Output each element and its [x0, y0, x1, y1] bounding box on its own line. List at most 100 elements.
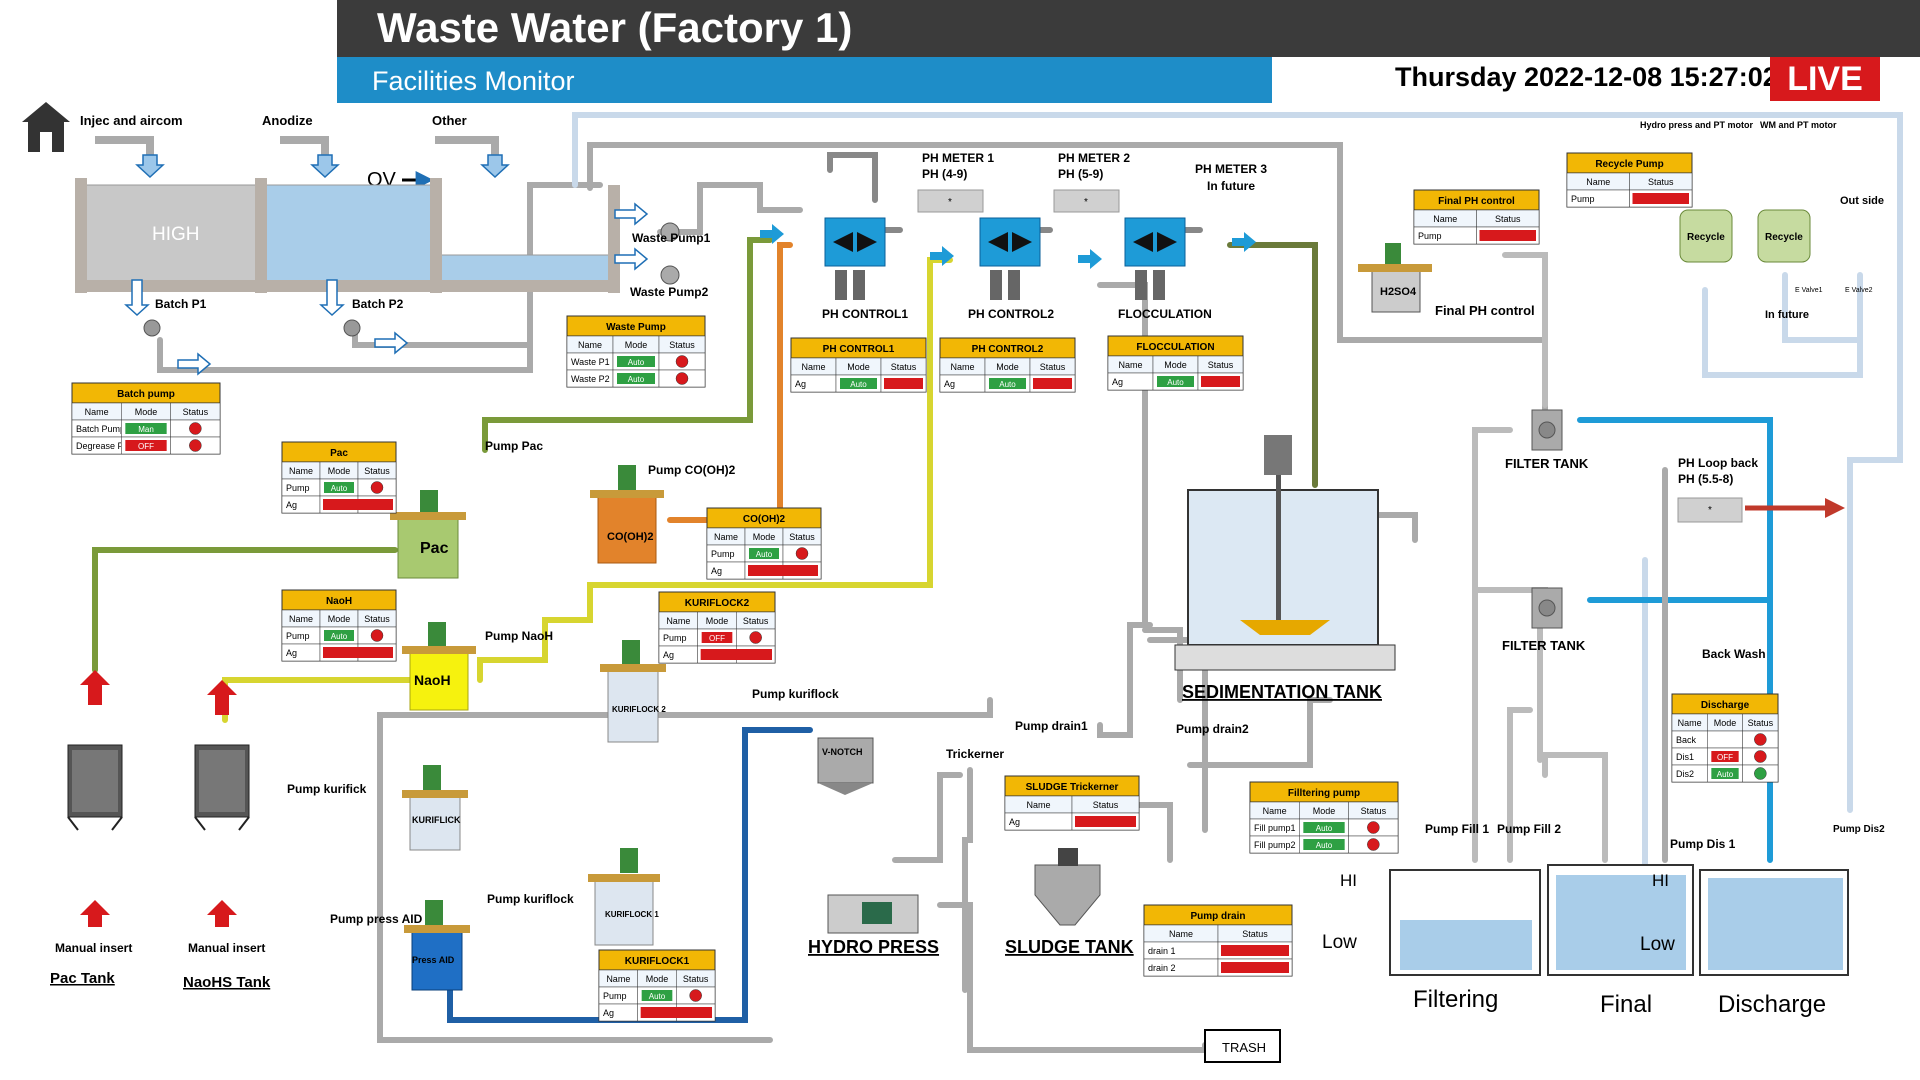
- pac-tank-unit[interactable]: [390, 490, 466, 579]
- mode-badge[interactable]: [1303, 839, 1345, 850]
- mode-badge[interactable]: [1711, 751, 1739, 762]
- recycle-tank1[interactable]: [1679, 209, 1733, 263]
- naoh-tank-unit[interactable]: [402, 622, 476, 711]
- batch-pump-icons[interactable]: [143, 319, 361, 337]
- status-indicator: [689, 989, 702, 1002]
- ph-control2-tank[interactable]: [979, 217, 1041, 300]
- mode-badge-text: Auto: [1167, 378, 1184, 387]
- status-indicator: [1367, 821, 1380, 834]
- panel-column-header: Mode: [1164, 360, 1187, 370]
- panel-cell: Ag: [286, 500, 297, 510]
- pump-kuriflock-label: Pump kuriflock: [752, 687, 839, 701]
- sludge-tank-label: SLUDGE TANK: [1005, 937, 1134, 957]
- panel-column-header: Status: [683, 974, 709, 984]
- hydro-press-unit[interactable]: [827, 894, 919, 934]
- kuriflick-unit[interactable]: [402, 765, 468, 851]
- status-indicator: [675, 372, 689, 385]
- panel-cell: Ag: [286, 648, 297, 658]
- status-bar: [1221, 945, 1289, 956]
- status-indicator: [370, 629, 384, 642]
- mode-badge[interactable]: [1303, 822, 1345, 833]
- mode-badge[interactable]: [1157, 376, 1194, 387]
- status-indicator: [1754, 750, 1767, 763]
- live-badge: LIVE: [1770, 57, 1880, 101]
- v-notch-unit[interactable]: [817, 737, 874, 795]
- panel-cell: Pump: [286, 483, 310, 493]
- flocculation-tank[interactable]: [1124, 217, 1186, 300]
- panel-title: Waste Pump: [606, 322, 666, 333]
- ph-meter2-display: [1053, 189, 1120, 213]
- panel-column-header: Name: [578, 340, 602, 350]
- pump-pac-label: Pump Pac: [485, 439, 543, 453]
- filtering-label: Filtering: [1413, 986, 1498, 1013]
- status-bar: [1033, 378, 1072, 389]
- panel-title: Batch pump: [117, 389, 175, 400]
- pac-tank-label: Pac Tank: [50, 970, 115, 987]
- out-side-label: Out side: [1840, 195, 1884, 207]
- kuriflock2-unit[interactable]: [600, 640, 666, 743]
- mode-badge-text: Auto: [649, 992, 666, 1001]
- home-icon[interactable]: [22, 102, 70, 152]
- mode-badge[interactable]: [324, 482, 354, 493]
- filter-tank2-label: FILTER TANK: [1502, 638, 1586, 653]
- recycle-tank2[interactable]: [1757, 209, 1811, 263]
- panel-cell: Ag: [1009, 817, 1020, 827]
- naohs-bulk-tank[interactable]: [194, 744, 250, 831]
- mode-badge-text: OFF: [138, 442, 154, 451]
- status-indicator: [749, 631, 762, 644]
- ph-meter2-range: PH (5-9): [1058, 167, 1103, 181]
- coh-tank-unit[interactable]: [590, 465, 664, 564]
- sed-overflow-pipe: [1367, 512, 1418, 543]
- panel-column-header: Name: [1169, 929, 1193, 939]
- sedimentation-tank[interactable]: [1174, 435, 1396, 671]
- manual-insert1-label: Manual insert: [55, 941, 132, 955]
- datetime-display: Thursday 2022-12-08 15:27:02: [1395, 62, 1778, 92]
- mode-badge[interactable]: [749, 548, 779, 559]
- bottom-basins: [1389, 864, 1849, 976]
- h2so4-tank[interactable]: [1358, 243, 1432, 313]
- status-indicator: [189, 422, 202, 435]
- ph-control1-tank[interactable]: [824, 217, 886, 300]
- status-bar: [1479, 230, 1536, 241]
- kuriflock1-unit[interactable]: [588, 848, 660, 946]
- mode-badge[interactable]: [1711, 768, 1739, 779]
- panel-column-header: Status: [1748, 718, 1774, 728]
- sludge-tank-unit[interactable]: [1034, 848, 1101, 926]
- panel-column-header: Mode: [753, 532, 776, 542]
- ph-meter1-range: PH (4-9): [922, 167, 967, 181]
- press-aid-unit[interactable]: [404, 900, 470, 991]
- e-valve1-label: E Valve1: [1795, 287, 1823, 294]
- mode-badge[interactable]: [125, 423, 167, 434]
- mode-badge[interactable]: [701, 632, 733, 643]
- hydro-press-motor-label: Hydro press and PT motor: [1640, 120, 1754, 130]
- waste-pump2-label: Waste Pump2: [630, 285, 709, 299]
- mode-badge[interactable]: [840, 378, 877, 389]
- filter-tank1-icon[interactable]: [1531, 409, 1563, 451]
- waste-pump-icons[interactable]: [660, 222, 680, 285]
- mode-badge[interactable]: [641, 990, 673, 1001]
- filter-tank2-icon[interactable]: [1531, 587, 1563, 629]
- mode-badge[interactable]: [617, 373, 655, 384]
- panel-column-header: Status: [1208, 360, 1234, 370]
- ag-status-bar: [640, 1007, 712, 1018]
- mode-badge[interactable]: [989, 378, 1026, 389]
- sedimentation-tank-label: SEDIMENTATION TANK: [1182, 682, 1382, 702]
- pac-bulk-tank[interactable]: [67, 744, 123, 831]
- panel-column-header: Mode: [847, 362, 870, 372]
- panel-cell: Pump: [663, 633, 687, 643]
- mode-badge[interactable]: [125, 440, 167, 451]
- ph1-loop-pipe: [827, 152, 878, 203]
- e-valve2-label: E Valve2: [1845, 287, 1873, 294]
- mode-badge[interactable]: [324, 630, 354, 641]
- panel-cell: Degrease Pump: [76, 441, 141, 451]
- panel-column-header: Name: [950, 362, 974, 372]
- final-ph-pipe: [1502, 252, 1548, 408]
- ph-meter1-display: [917, 189, 984, 213]
- naoh-feed-pipe: [477, 257, 953, 683]
- mode-badge[interactable]: [617, 356, 655, 367]
- panel-column-header: Status: [364, 466, 390, 476]
